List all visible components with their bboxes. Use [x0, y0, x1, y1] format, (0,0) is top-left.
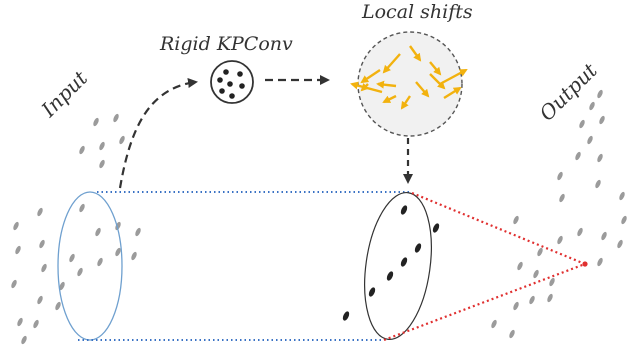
output-point: [582, 261, 588, 267]
kernel-point: [227, 81, 233, 87]
cone-top-edge: [411, 191, 586, 266]
output-neighborhood-ellipse: [364, 191, 432, 341]
output-point: [529, 295, 535, 305]
kernel-point: [223, 69, 229, 75]
output-point: [517, 261, 523, 271]
shift-arrow: [360, 69, 381, 84]
input-point: [79, 145, 85, 155]
input-point: [39, 239, 45, 249]
output-point: [587, 135, 593, 145]
input-point: [59, 281, 65, 291]
input-point: [33, 319, 39, 329]
input-point: [99, 159, 105, 169]
cone-bottom-edge: [383, 262, 586, 342]
input-point: [77, 267, 83, 277]
input-point: [119, 135, 125, 145]
input-label: Input: [36, 65, 93, 122]
output-point: [599, 115, 605, 125]
output-point: [619, 191, 625, 201]
input-point: [95, 227, 101, 237]
output-point: [547, 293, 553, 303]
shift-arrow: [360, 82, 370, 92]
output-point: [557, 235, 563, 245]
shift-arrow: [382, 53, 401, 74]
output-point: [491, 319, 497, 329]
output-label: Output: [535, 58, 603, 126]
input-point: [135, 227, 141, 237]
output-point: [575, 151, 581, 161]
shifted-point: [368, 287, 376, 297]
output-point: [559, 193, 565, 203]
output-point: [589, 101, 595, 111]
output-point: [617, 239, 623, 249]
input-point: [11, 279, 17, 289]
output-point: [621, 215, 627, 225]
output-point: [557, 171, 563, 181]
rigid-kpconv-label: Rigid KPConv: [159, 33, 293, 55]
input-point: [13, 221, 19, 231]
kernel-point: [237, 71, 243, 77]
output-point: [513, 215, 519, 225]
input-point: [79, 203, 85, 213]
kernel-point: [217, 77, 223, 83]
shifted-point: [400, 257, 408, 267]
input-point: [69, 253, 75, 263]
kernel-points-icon: [210, 60, 254, 104]
input-point: [55, 301, 61, 311]
local-shifts-label: Local shifts: [361, 1, 473, 23]
kernel-point: [219, 88, 225, 94]
input-neighborhood-ellipse: [57, 191, 123, 341]
input-point-cloud: [11, 113, 141, 345]
shifted-point: [386, 271, 394, 281]
input-point: [97, 257, 103, 267]
local-shift-arrows-icon: [350, 31, 468, 137]
shifted-point: [414, 243, 422, 253]
shifted-point: [400, 205, 408, 215]
output-point: [597, 153, 603, 163]
output-point: [597, 257, 603, 267]
input-point: [17, 317, 23, 327]
output-point: [513, 301, 519, 311]
input-point: [131, 251, 137, 261]
input-point: [93, 117, 99, 127]
shifted-neighborhood-points: [342, 205, 440, 321]
shifted-point: [432, 223, 440, 233]
shift-arrow: [376, 80, 397, 89]
input-point: [15, 245, 21, 255]
output-point: [537, 247, 543, 257]
shift-arrow: [415, 81, 430, 98]
input-point: [37, 295, 43, 305]
input-point: [21, 335, 27, 345]
shift-arrow: [439, 68, 468, 86]
input-point: [41, 263, 47, 273]
output-point-cloud: [491, 89, 627, 339]
output-point: [549, 277, 555, 287]
neighborhood-cylinder: [57, 191, 432, 341]
shifted-point: [342, 311, 350, 321]
output-point: [595, 179, 601, 189]
shift-arrow: [400, 95, 411, 110]
shift-arrow: [443, 86, 462, 100]
input-point: [115, 247, 121, 257]
output-point: [509, 329, 515, 339]
shift-arrow: [429, 73, 446, 90]
output-point: [577, 227, 583, 237]
output-point: [533, 269, 539, 279]
output-point: [601, 231, 607, 241]
input-point: [37, 207, 43, 217]
input-point: [99, 141, 105, 151]
output-point: [579, 119, 585, 129]
input-point: [113, 113, 119, 123]
projection-cone: [383, 191, 588, 342]
shift-arrow: [409, 45, 422, 62]
input-to-kpconv-arrow: [118, 78, 198, 189]
shift-arrow: [429, 61, 442, 76]
kernel-point: [229, 93, 235, 99]
shift-arrow: [382, 94, 397, 104]
output-point: [597, 89, 603, 99]
kernel-point: [239, 83, 245, 89]
